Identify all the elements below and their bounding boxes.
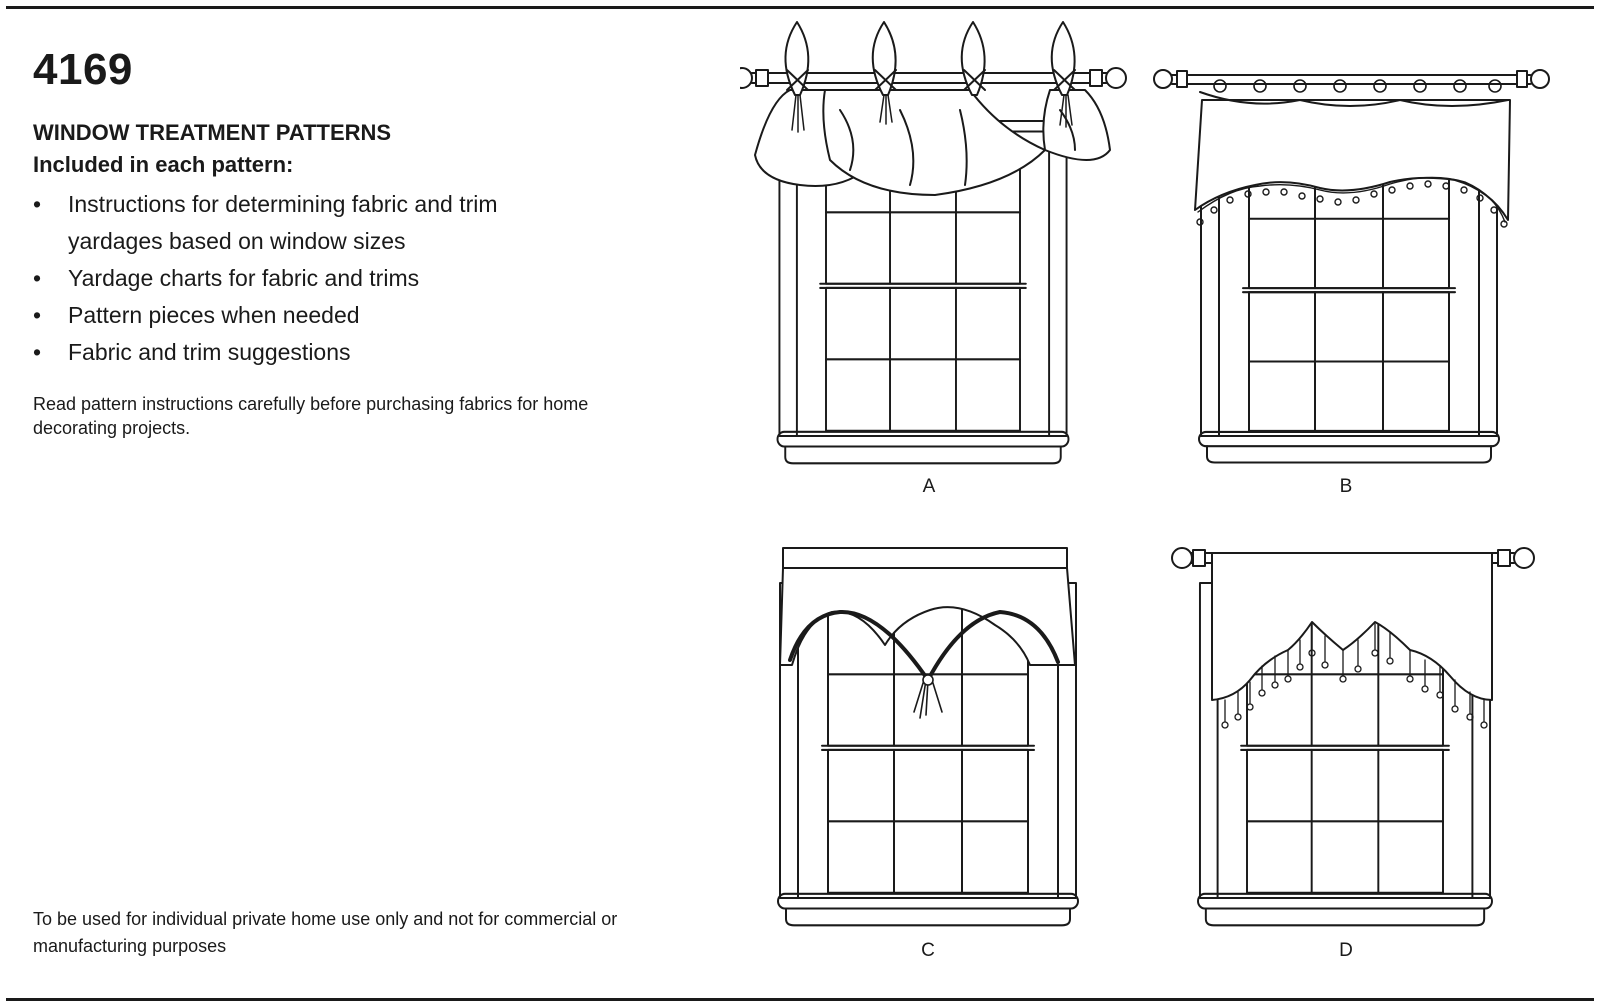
view-d-illustration: D (1171, 547, 1535, 961)
pattern-number: 4169 (33, 45, 133, 94)
list-item: •Fabric and trim suggestions (33, 334, 633, 371)
list-item: •Yardage charts for fabric and trims (33, 260, 633, 297)
view-illustrations: A B (740, 10, 1590, 995)
bullet-icon: • (33, 265, 42, 291)
view-c-illustration: C (776, 547, 1080, 961)
view-label-a: A (923, 476, 936, 497)
view-label-b: B (1340, 476, 1353, 497)
view-b-illustration: B (1153, 69, 1550, 497)
included-heading: Included in each pattern: (33, 152, 294, 177)
view-label-d: D (1339, 940, 1353, 961)
list-item: •Instructions for determining fabric and… (33, 186, 633, 223)
bullet-icon: • (33, 339, 42, 365)
view-label-c: C (921, 940, 935, 961)
pattern-title: WINDOW TREATMENT PATTERNS (33, 120, 392, 145)
usage-disclaimer: To be used for individual private home u… (33, 909, 618, 956)
top-border-rule (6, 6, 1594, 9)
list-item-continuation: yardages based on window sizes (68, 228, 406, 254)
bullet-icon: • (33, 302, 42, 328)
list-item: •Pattern pieces when needed (33, 297, 633, 334)
purchase-note: Read pattern instructions carefully befo… (33, 394, 589, 438)
included-list: •Instructions for determining fabric and… (33, 186, 633, 371)
view-a-illustration: A (740, 21, 1127, 497)
bottom-border-rule (6, 998, 1594, 1001)
bullet-icon: • (33, 191, 42, 217)
